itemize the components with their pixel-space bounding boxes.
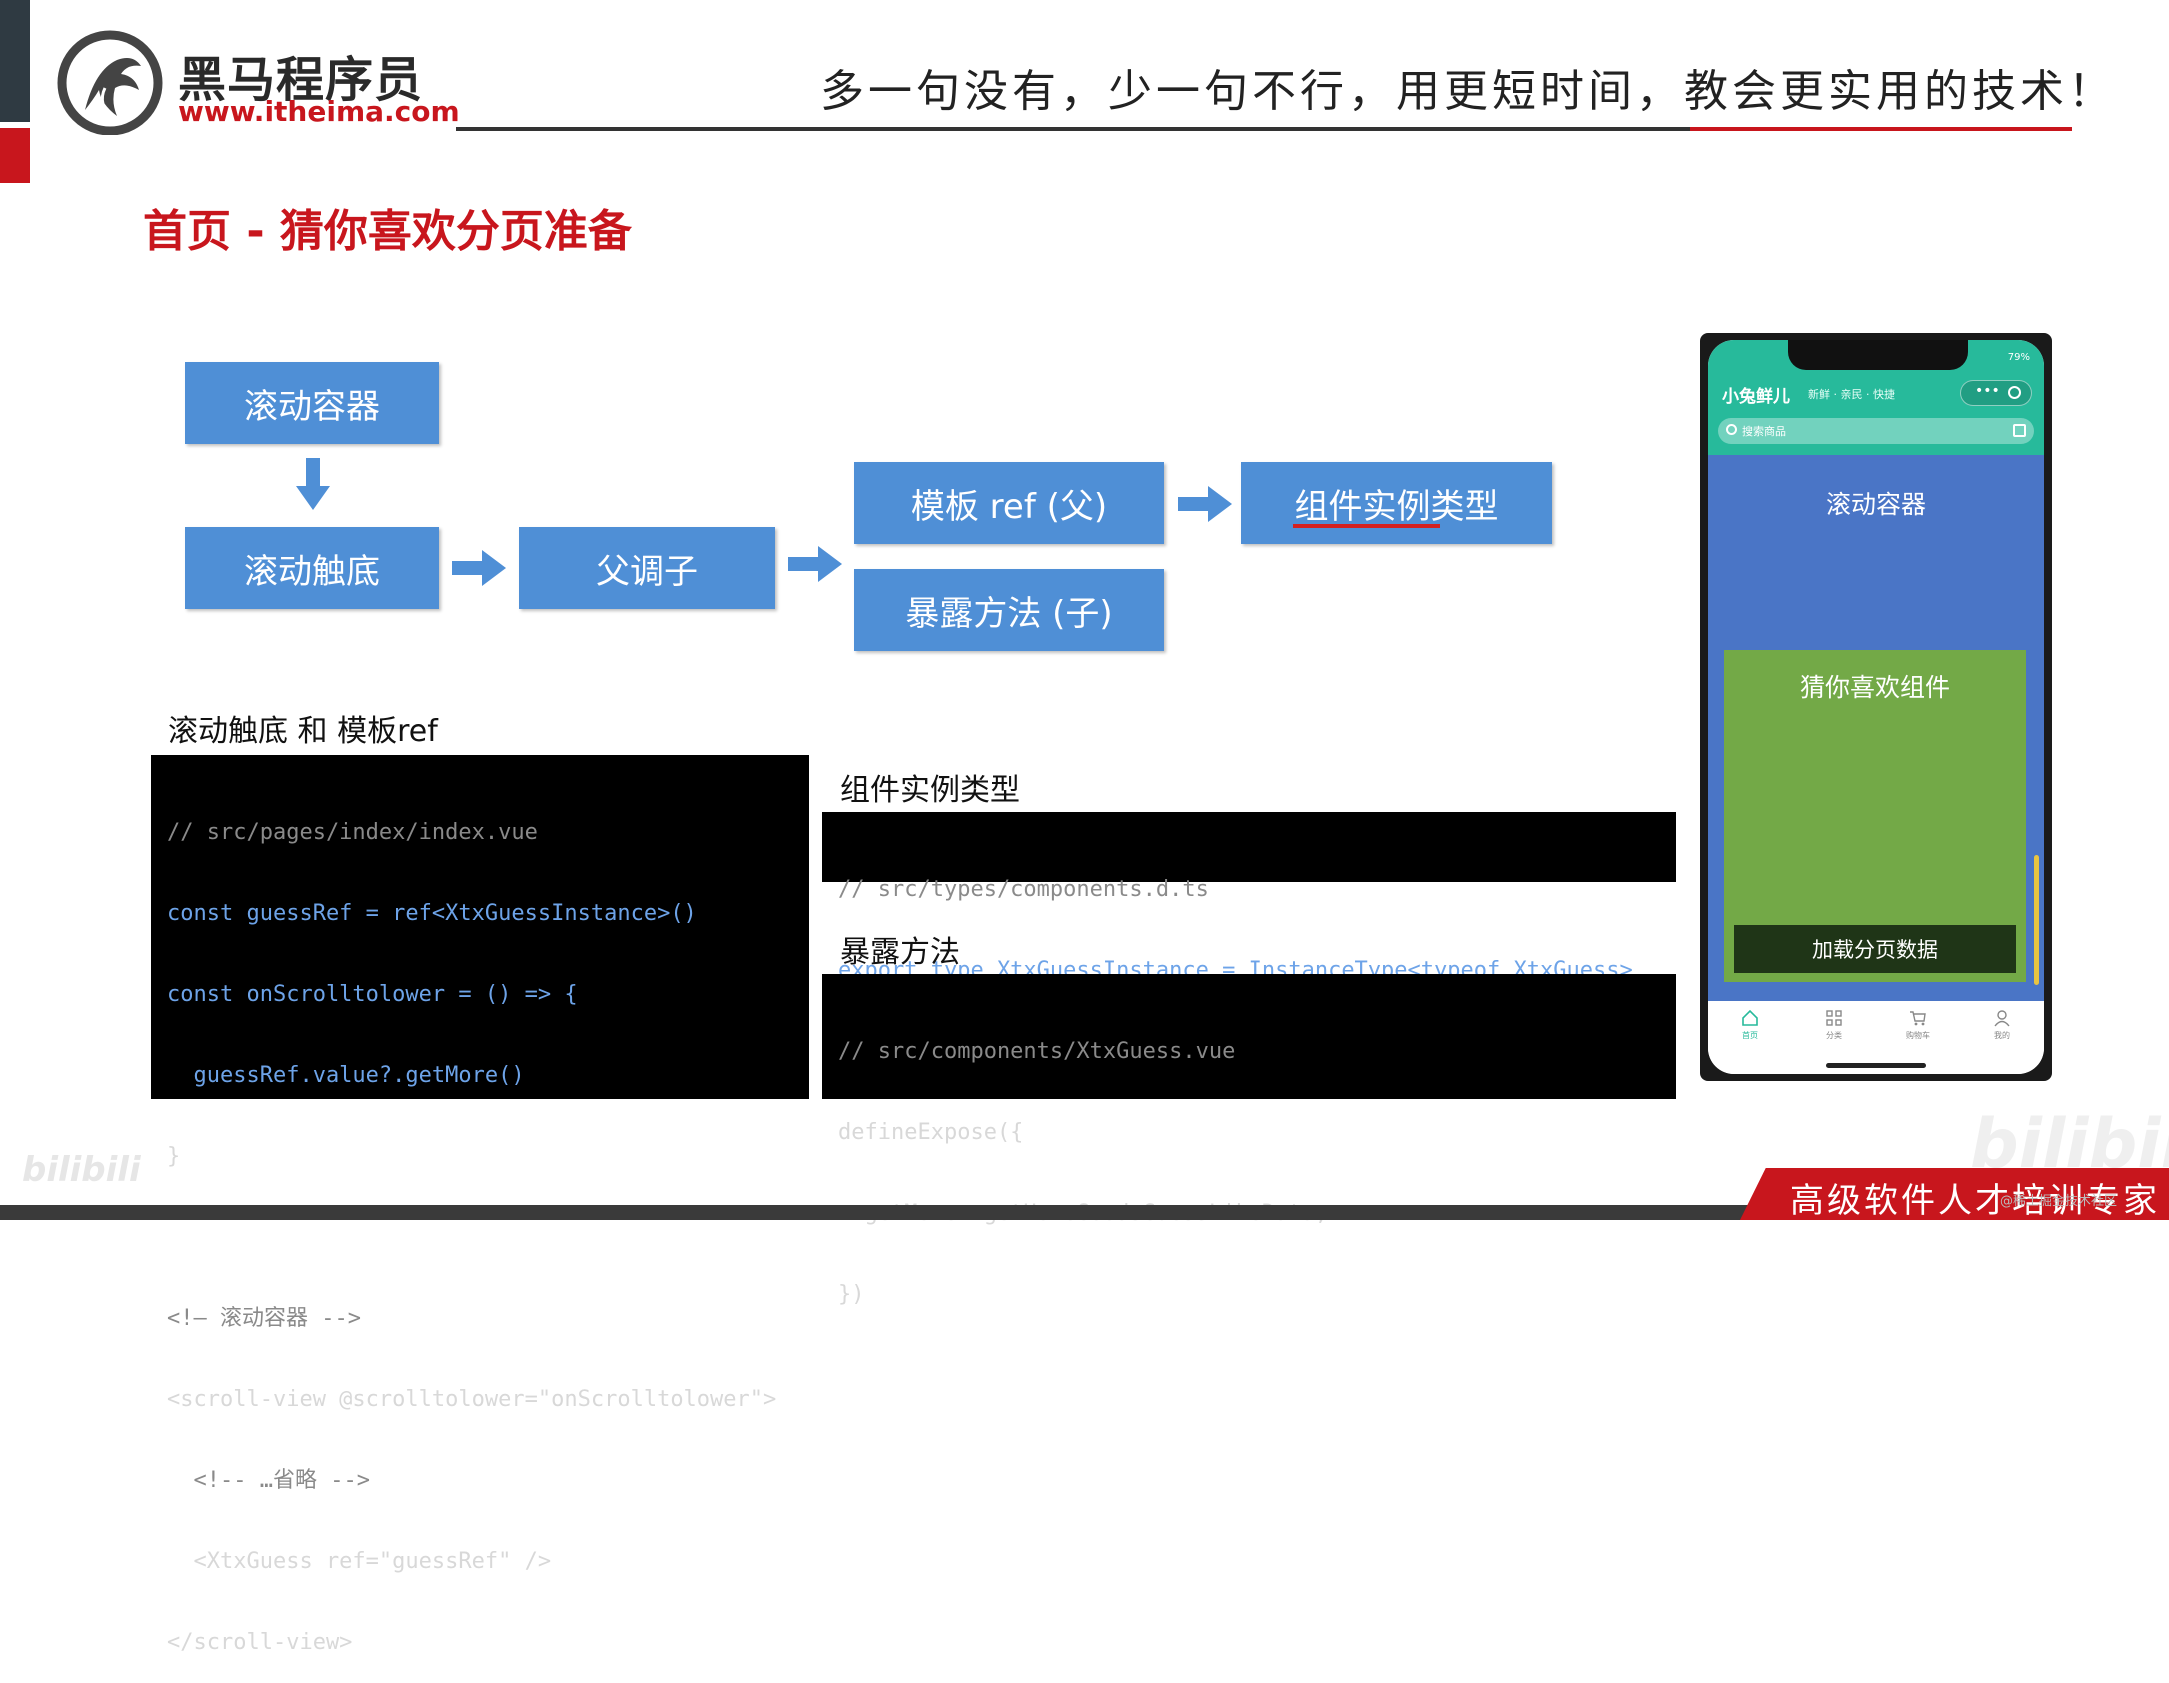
code-block-index-vue: // src/pages/index/index.vue const guess… — [151, 755, 809, 1655]
flow-box-template-ref: 模板 ref (父) — [854, 462, 1164, 544]
tab-label: 我的 — [1994, 1031, 2010, 1040]
brand-name: 黑马程序员 — [178, 52, 424, 108]
header-divider — [456, 127, 2072, 131]
search-icon — [1726, 424, 1737, 435]
code-line: guessRef.value?.getMore() — [167, 1063, 525, 1088]
red-underline — [1293, 524, 1440, 528]
code-line: <scroll-view @scrolltolower="onScrolltol… — [167, 1387, 777, 1412]
page-title: 首页 - 猜你喜欢分页准备 — [143, 206, 632, 257]
section-label-instance-type: 组件实例类型 — [840, 773, 1020, 808]
phone-app-brand: 小兔鲜儿 — [1722, 387, 1790, 407]
footer-red-banner — [1740, 1168, 2169, 1220]
home-icon — [1742, 1009, 1758, 1026]
phone-search-placeholder: 搜索商品 — [1742, 425, 1786, 438]
edge-bar-red — [0, 128, 30, 183]
flow-box-label: 组件实例类型 — [1294, 486, 1499, 527]
code-line: <!-- …省略 --> — [167, 1468, 370, 1493]
footer-bar — [0, 1205, 2169, 1220]
code-line: } — [167, 1144, 181, 1169]
footer-slogan: 高级软件人才培训专家 — [1790, 1181, 2160, 1221]
code-line: <XtxGuess ref="guessRef" /> — [167, 1549, 552, 1574]
flow-box-label: 模板 ref (父) — [910, 486, 1108, 527]
horse-logo-icon — [57, 30, 163, 135]
phone-screen: 79% 小兔鲜儿 新鲜 · 亲民 · 快捷 ••• 搜索商品 滚动容器 猜你喜欢… — [1708, 340, 2044, 1074]
brand-url: www.itheima.com — [178, 95, 460, 128]
phone-search-bar[interactable]: 搜索商品 — [1718, 418, 2034, 444]
phone-tabbar: 首页 分类 购物车 我的 — [1708, 1001, 2044, 1074]
phone-home-indicator — [1826, 1063, 1926, 1068]
code-line: // src/types/components.d.ts — [838, 877, 1209, 902]
phone-app-tagline: 新鲜 · 亲民 · 快捷 — [1808, 388, 1895, 401]
arrow-right-icon — [1178, 486, 1232, 522]
code-line: defineExpose({ — [838, 1120, 1024, 1145]
phone-scroll-label: 滚动容器 — [1825, 490, 1926, 519]
section-label-scroll-ref: 滚动触底 和 模板ref — [168, 714, 438, 749]
close-circle-icon[interactable] — [2008, 386, 2021, 399]
code-line: }) — [838, 1282, 865, 1307]
user-icon — [1994, 1010, 2010, 1027]
tab-label: 分类 — [1826, 1031, 1842, 1040]
code-block-xtxguess-vue: // src/components/XtxGuess.vue defineExp… — [822, 974, 1676, 1307]
phone-guess-component: 猜你喜欢组件 加载分页数据 — [1724, 650, 2026, 982]
code-line — [167, 1224, 793, 1251]
grid-icon — [1826, 1010, 1842, 1026]
footer-credit: @稀土掘金技术社区 — [2000, 1194, 2118, 1209]
phone-notch — [1788, 340, 1968, 370]
tab-category[interactable]: 分类 — [1792, 1009, 1876, 1041]
scan-icon[interactable] — [2013, 424, 2026, 437]
phone-capsule-menu[interactable]: ••• — [1960, 380, 2032, 406]
arrow-down-icon — [296, 458, 330, 510]
arrow-right-icon — [452, 550, 506, 586]
flow-box-label: 滚动触底 — [244, 551, 380, 592]
section-label-expose: 暴露方法 — [840, 935, 960, 970]
code-line: // src/components/XtxGuess.vue — [838, 1039, 1236, 1064]
code-line: <!— 滚动容器 --> — [167, 1306, 361, 1331]
flow-box-label: 父调子 — [596, 551, 698, 592]
flow-box-instance-type: 组件实例类型 — [1241, 462, 1552, 544]
load-more-button[interactable]: 加载分页数据 — [1734, 925, 2016, 973]
flow-box-label: 滚动容器 — [244, 386, 380, 427]
more-dots-icon[interactable]: ••• — [1975, 383, 2000, 399]
flow-box-expose-method: 暴露方法 (子) — [854, 569, 1164, 651]
header-slogan: 多一句没有，少一句不行，用更短时间，教会更实用的技术！ — [820, 66, 2116, 117]
tab-label: 购物车 — [1906, 1031, 1930, 1040]
phone-header: 79% 小兔鲜儿 新鲜 · 亲民 · 快捷 ••• 搜索商品 — [1708, 340, 2044, 455]
phone-guess-label: 猜你喜欢组件 — [1799, 673, 1950, 702]
tab-label: 首页 — [1742, 1031, 1758, 1040]
code-line: </scroll-view> — [167, 1630, 353, 1655]
tab-cart[interactable]: 购物车 — [1876, 1009, 1960, 1041]
code-line: const onScrolltolower = () => { — [167, 982, 578, 1007]
phone-scrollbar[interactable] — [2034, 855, 2039, 985]
bilibili-watermark: bilibili — [22, 1150, 141, 1190]
tab-profile[interactable]: 我的 — [1960, 1009, 2044, 1041]
arrow-right-icon — [788, 546, 842, 582]
flow-box-scroll-container: 滚动容器 — [185, 362, 439, 444]
phone-scroll-container[interactable]: 滚动容器 猜你喜欢组件 加载分页数据 — [1708, 455, 2044, 1001]
flow-box-parent-calls-child: 父调子 — [519, 527, 775, 609]
phone-battery-status: 79% — [2007, 352, 2030, 363]
code-block-components-d-ts: // src/types/components.d.ts export type… — [822, 812, 1676, 983]
cart-icon — [1910, 1011, 1926, 1026]
edge-bar-dark — [0, 0, 30, 122]
header-divider-accent — [1690, 127, 2072, 131]
code-line: // src/pages/index/index.vue — [167, 820, 538, 845]
flow-box-scroll-bottom: 滚动触底 — [185, 527, 439, 609]
flow-box-label: 暴露方法 (子) — [905, 593, 1113, 634]
tab-home[interactable]: 首页 — [1708, 1009, 1792, 1041]
code-line: const guessRef = ref<XtxGuessInstance>() — [167, 901, 697, 926]
